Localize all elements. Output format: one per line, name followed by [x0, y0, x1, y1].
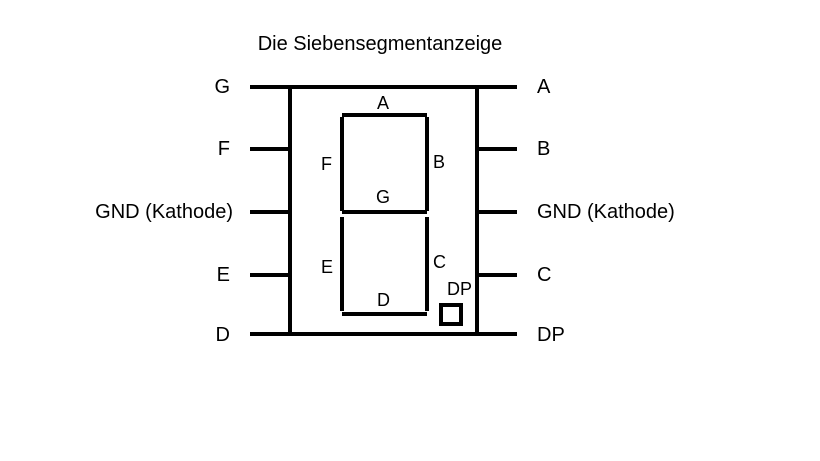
pin-label-right-2: B	[537, 138, 551, 160]
segment-label-d: D	[377, 290, 390, 310]
segment-dp	[439, 303, 463, 326]
segment-label-g: G	[376, 187, 391, 207]
segment-label-b: B	[433, 152, 446, 172]
diagram-title: Die Siebensegmentanzeige	[257, 33, 503, 55]
segment-label-dp: DP	[447, 279, 473, 299]
pin-label-right-1: A	[537, 76, 551, 98]
segment-label-c: C	[433, 252, 446, 272]
segment-label-f: F	[321, 154, 332, 174]
pin-label-left-5: D	[215, 324, 230, 346]
pin-label-left-2: F	[217, 138, 230, 160]
pin-label-right-4: C	[537, 264, 552, 286]
pin-label-right-5: DP	[537, 324, 565, 346]
segment-label-e: E	[321, 257, 334, 277]
pin-label-left-1: G	[214, 76, 230, 98]
segment-label-a: A	[377, 93, 390, 113]
pin-label-left-3: GND (Kathode)	[95, 201, 233, 223]
pin-label-right-3: GND (Kathode)	[537, 201, 675, 223]
pin-label-left-4: E	[216, 264, 230, 286]
